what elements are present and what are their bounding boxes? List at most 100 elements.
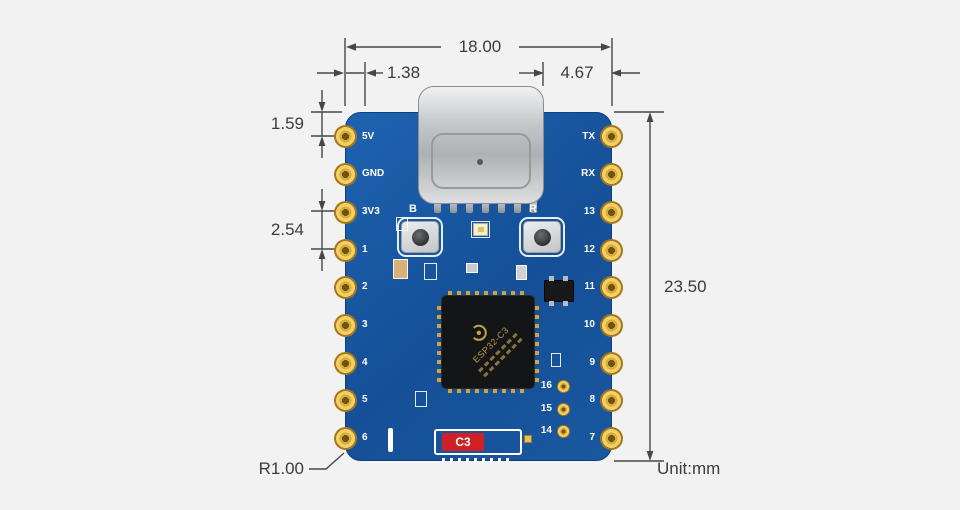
pin-label: 5	[362, 394, 368, 405]
castellated-pad	[600, 239, 623, 262]
pin-label: 2	[362, 281, 368, 292]
castellated-pad	[600, 427, 623, 450]
usb-leg	[514, 197, 521, 213]
boot-button-label: B	[409, 203, 417, 215]
dim-label-corner-radius: R1.00	[258, 459, 304, 478]
pin-label: TX	[582, 131, 595, 142]
pin-label: 7	[589, 432, 595, 443]
pin-label: 15	[540, 403, 552, 414]
reset-button	[519, 217, 565, 257]
pin-label: 3	[362, 319, 368, 330]
passive-component	[393, 259, 408, 279]
espressif-logo-icon	[473, 324, 487, 341]
regulator-pin	[549, 276, 554, 281]
usb-leg	[482, 197, 489, 213]
pin-label: RX	[581, 168, 595, 179]
passive-component	[466, 263, 478, 273]
through-hole-pad	[557, 425, 570, 438]
dim-label-board-height: 23.50	[664, 277, 707, 296]
usb-leg	[466, 197, 473, 213]
boot-button	[397, 217, 443, 257]
pin-label: 12	[583, 244, 595, 255]
through-hole-pad	[557, 380, 570, 393]
chip-pins	[448, 389, 528, 393]
silkscreen-frame: C3	[434, 429, 522, 455]
dim-label-board-width: 18.00	[458, 37, 502, 56]
pcb-board: 5V GND 3V3 1 2 3 4 5 6 TX RX 13 12 11 10…	[334, 86, 623, 462]
usb-center-pin	[477, 159, 483, 165]
usb-leg	[434, 197, 441, 213]
pin-label: 11	[584, 281, 595, 292]
usb-opening	[431, 133, 531, 189]
voltage-regulator	[544, 276, 574, 306]
castellated-pad	[334, 352, 357, 375]
castellated-pad	[334, 314, 357, 337]
led-die	[478, 227, 484, 232]
chip-pins	[535, 302, 539, 382]
dim-width-18	[344, 38, 613, 106]
c3-label: C3	[442, 433, 484, 451]
castellated-pad	[334, 389, 357, 412]
through-hole-pad	[557, 403, 570, 416]
reset-button-label: R	[529, 203, 537, 215]
passive-component	[516, 265, 527, 280]
chip-pins	[448, 291, 528, 295]
dim-offset-4-67	[519, 62, 640, 86]
pin-label: 1	[362, 244, 368, 255]
passive-component	[396, 217, 408, 231]
castellated-pad	[334, 163, 357, 186]
usb-c-connector	[418, 86, 544, 204]
pin-label: 5V	[362, 131, 375, 142]
pin-label: 9	[589, 357, 595, 368]
passive-component	[424, 263, 437, 280]
castellated-pad	[334, 125, 357, 148]
castellated-pad	[600, 125, 623, 148]
chip-marking-group: ESP32-C3	[423, 277, 553, 407]
castellated-pad	[334, 427, 357, 450]
usb-leg	[450, 197, 457, 213]
pin-label: 14	[540, 425, 552, 436]
castellated-pad	[600, 201, 623, 224]
castellated-pad	[600, 276, 623, 299]
castellated-pad	[600, 314, 623, 337]
rgb-led	[471, 221, 490, 238]
dim-offset-1-38	[317, 62, 383, 106]
usb-leg	[530, 197, 537, 213]
pin-label: 6	[362, 432, 368, 443]
regulator-pin	[549, 301, 554, 306]
esp32-c3-chip: ESP32-C3	[437, 291, 539, 393]
dim-label-pin-top-offset: 1.59	[270, 114, 304, 133]
silkscreen-bar	[388, 428, 393, 452]
pin-label: 16	[540, 380, 552, 391]
dim-corner-radius-leader	[309, 452, 345, 470]
dim-label-pad-edge-offset: 1.38	[387, 63, 421, 82]
pin-label: 4	[362, 357, 368, 368]
dim-label-usb-edge-offset: 4.67	[560, 63, 594, 82]
pin-label: 3V3	[362, 206, 380, 217]
passive-component	[415, 391, 427, 407]
castellated-pad	[600, 163, 623, 186]
chip-pins	[437, 302, 441, 382]
passive-component	[551, 353, 561, 367]
dim-label-pin-pitch: 2.54	[270, 220, 304, 239]
pin-label: 13	[583, 206, 595, 217]
pin-label: 8	[589, 394, 595, 405]
usb-leg	[498, 197, 505, 213]
dim-height-23-50	[614, 111, 664, 462]
castellated-pad	[334, 239, 357, 262]
button-cap	[533, 228, 551, 246]
silkscreen-ticks	[442, 458, 512, 462]
castellated-pad	[334, 276, 357, 299]
castellated-pad	[600, 389, 623, 412]
unit-label: Unit:mm	[657, 459, 721, 478]
pin-label: 10	[583, 319, 595, 330]
castellated-pad	[600, 352, 623, 375]
button-cap	[411, 228, 429, 246]
regulator-pin	[563, 276, 568, 281]
regulator-pin	[563, 301, 568, 306]
dim-pin-offset-1-59	[311, 90, 342, 158]
passive-component	[524, 435, 532, 443]
castellated-pad	[334, 201, 357, 224]
